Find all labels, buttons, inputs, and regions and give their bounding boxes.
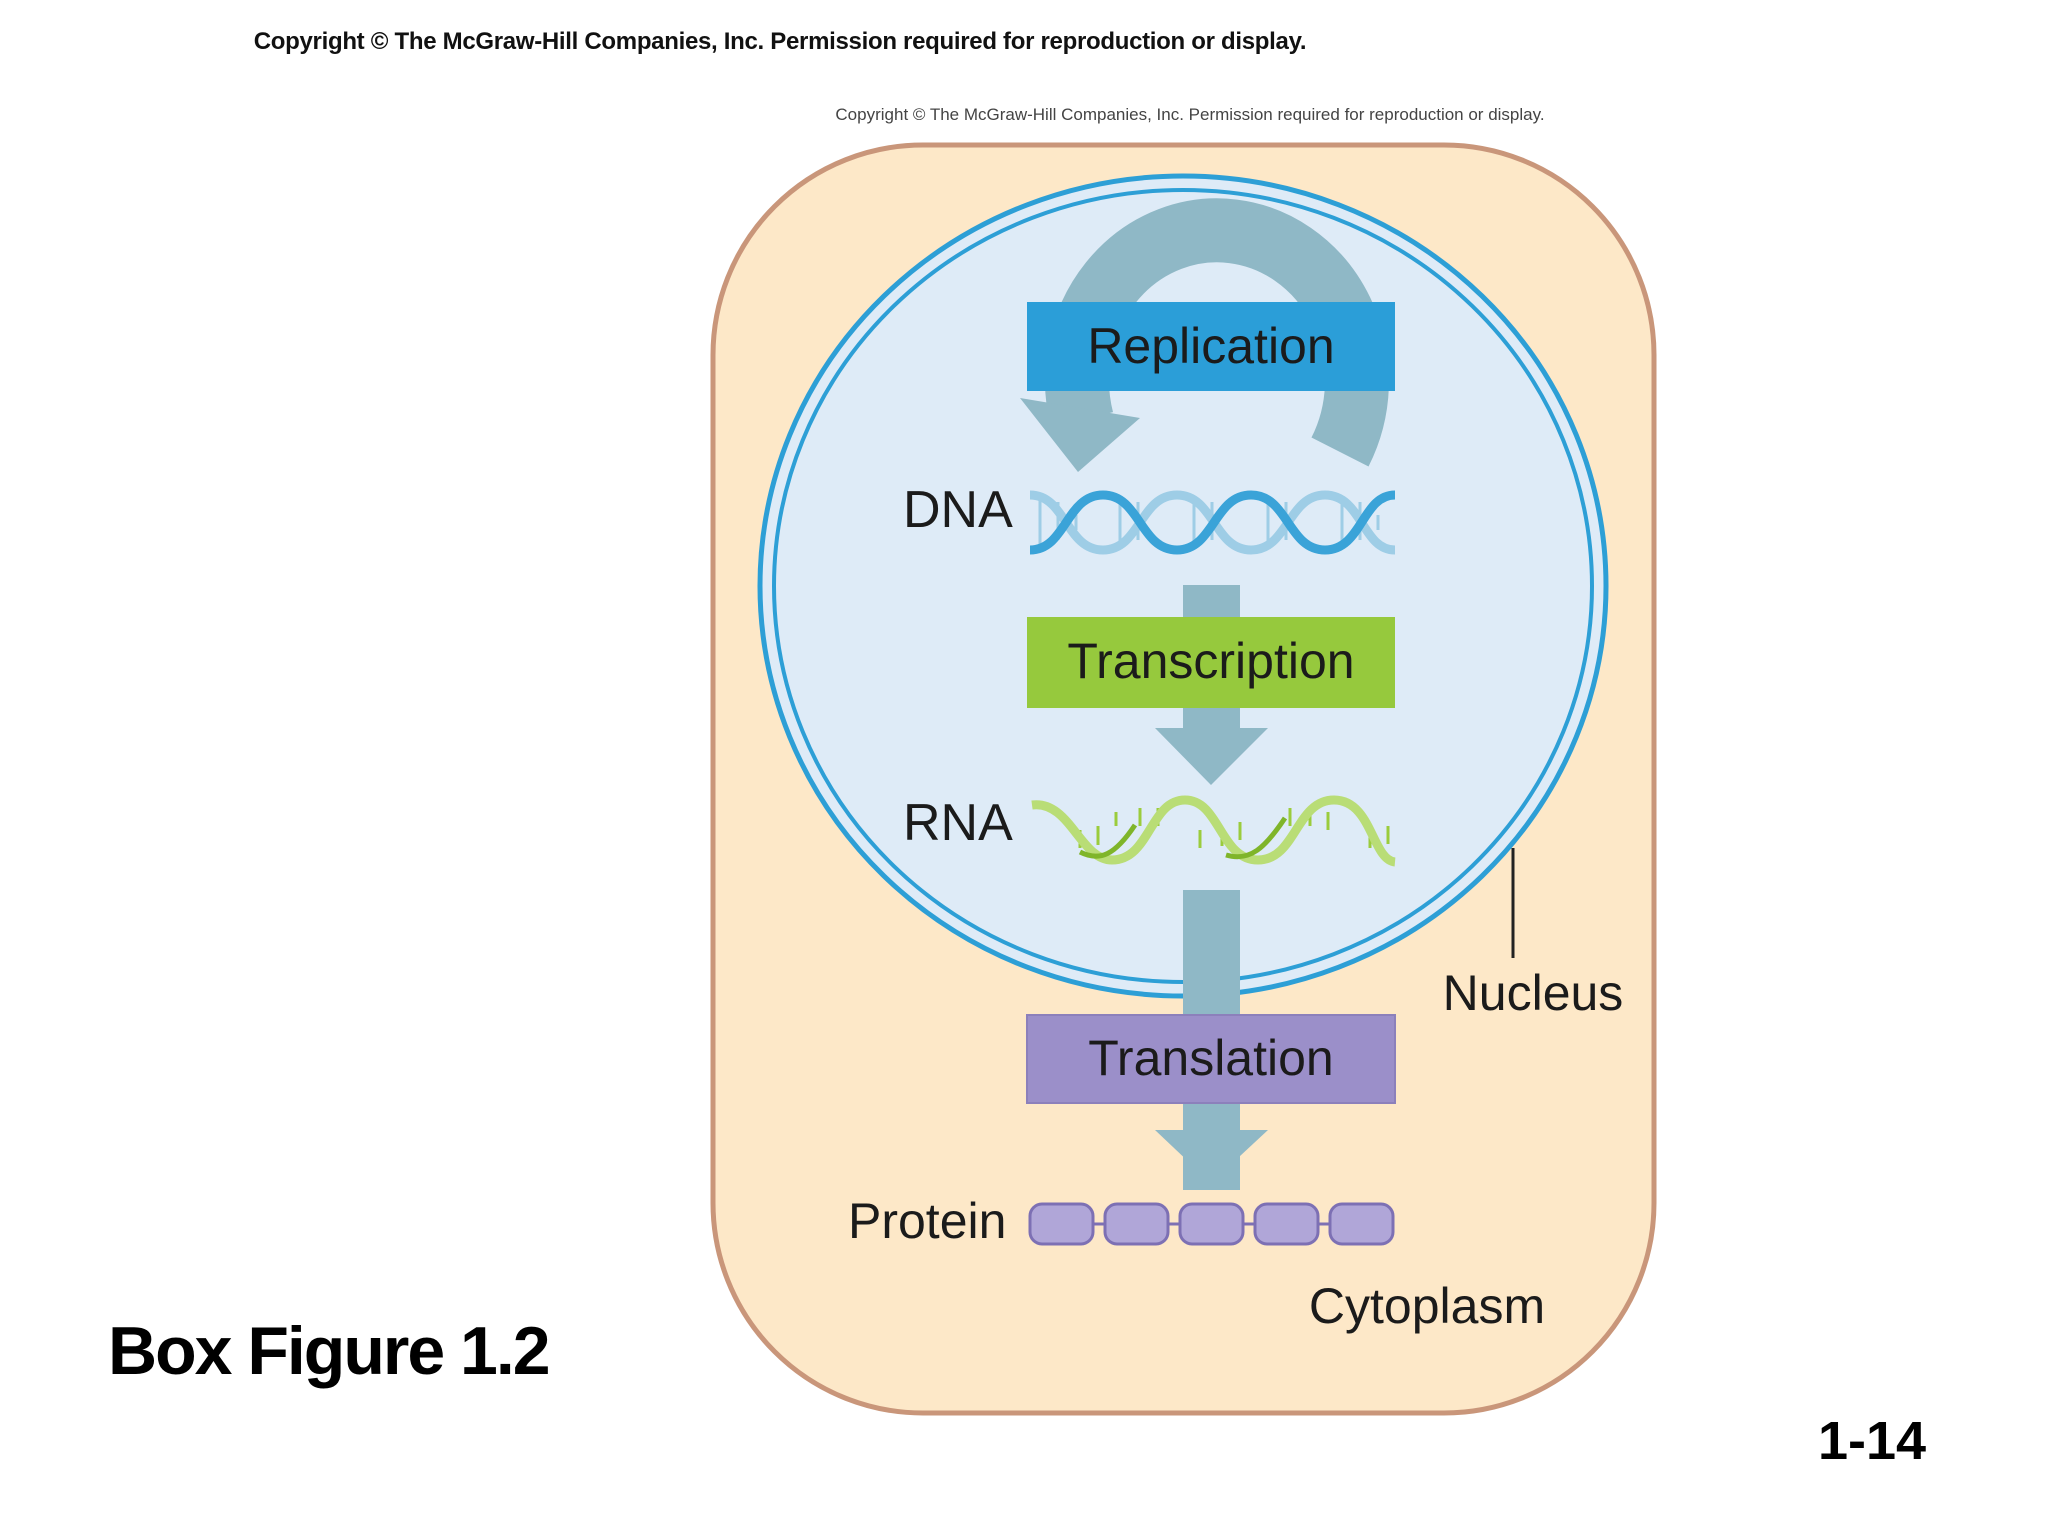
arrow-transcription-to-rna	[1155, 708, 1268, 785]
translation-box	[1026, 1014, 1396, 1104]
dna-double-helix	[1029, 490, 1396, 555]
copyright-notice: Copyright © The McGraw-Hill Companies, I…	[253, 28, 1307, 55]
protein-chain	[1028, 1202, 1395, 1246]
transcription-label: Transcription	[1067, 633, 1354, 689]
transcription-box	[1027, 617, 1395, 708]
rna-single-strand	[1031, 795, 1397, 867]
nucleus-label: Nucleus	[1443, 965, 1624, 1021]
arrow-dna-to-transcription	[1183, 585, 1240, 620]
translation-label: Translation	[1088, 1030, 1333, 1086]
protein-bead	[1328, 1202, 1395, 1246]
protein-label: Protein	[848, 1193, 1006, 1249]
cytoplasm-label: Cytoplasm	[1309, 1278, 1545, 1334]
protein-bead	[1028, 1202, 1095, 1246]
replication-label: Replication	[1087, 318, 1334, 374]
replication-box	[1027, 302, 1395, 391]
dna-label: DNA	[903, 481, 1013, 539]
rna-label: RNA	[903, 794, 1013, 852]
protein-bead	[1178, 1202, 1245, 1246]
figure-label: Box Figure 1.2	[108, 1313, 551, 1389]
page-number: 1-14	[1818, 1411, 1927, 1471]
protein-bead	[1253, 1202, 1320, 1246]
protein-bead	[1103, 1202, 1170, 1246]
figure-copyright: Copyright © The McGraw-Hill Companies, I…	[835, 105, 1544, 124]
